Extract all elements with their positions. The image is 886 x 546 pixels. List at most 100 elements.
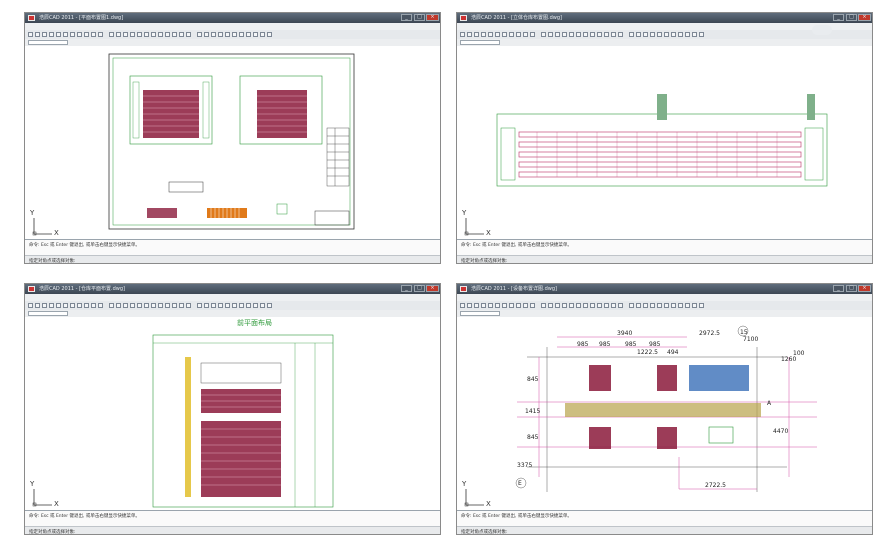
toolbar-tool-icon[interactable] <box>597 32 602 37</box>
toolbar-tool-icon[interactable] <box>618 32 623 37</box>
toolbar-tool-icon[interactable] <box>597 303 602 308</box>
toolbar-tool-icon[interactable] <box>179 32 184 37</box>
minimize-button[interactable]: _ <box>833 285 844 292</box>
cad-window-2[interactable]: 浩辰CAD 2011 - [立体仓库布置图.dwg] _ □ × 文件(F)编辑… <box>456 12 873 264</box>
toolbar-tool-icon[interactable] <box>116 303 121 308</box>
cad-window-1[interactable]: 浩辰CAD 2011 - [平面布置图1.dwg] _ □ × 文件(F)编辑(… <box>24 12 441 264</box>
toolbar-tool-icon[interactable] <box>629 32 634 37</box>
toolbar-tool-icon[interactable] <box>123 303 128 308</box>
toolbar-tool-icon[interactable] <box>123 32 128 37</box>
toolbar-tool-icon[interactable] <box>678 303 683 308</box>
drawing-canvas[interactable]: 3940 2972.5 15 7100 985 985 985 985 1222… <box>457 317 872 510</box>
toolbar-tool-icon[interactable] <box>158 303 163 308</box>
toolbar-tool-icon[interactable] <box>246 303 251 308</box>
toolbar-tool-icon[interactable] <box>151 32 156 37</box>
toolbar-tool-icon[interactable] <box>636 32 641 37</box>
toolbar-tool-icon[interactable] <box>186 303 191 308</box>
toolbar-tool-icon[interactable] <box>523 303 528 308</box>
close-button[interactable]: × <box>426 14 439 21</box>
toolbar-tool-icon[interactable] <box>583 32 588 37</box>
toolbar-tool-icon[interactable] <box>70 303 75 308</box>
cad-window-4[interactable]: 浩辰CAD 2011 - [设备布置详图.dwg] _ □ × 文件(F)编辑(… <box>456 283 873 535</box>
toolbar-tool-icon[interactable] <box>664 303 669 308</box>
toolbar-tool-icon[interactable] <box>467 303 472 308</box>
toolbar-tool-icon[interactable] <box>98 32 103 37</box>
drawing-canvas[interactable]: 前平面布局 Y X <box>25 317 440 510</box>
minimize-button[interactable]: _ <box>401 14 412 21</box>
toolbar-tool-icon[interactable] <box>516 303 521 308</box>
toolbar-tool-icon[interactable] <box>63 32 68 37</box>
title-bar[interactable]: 浩辰CAD 2011 - [立体仓库布置图.dwg] _ □ × <box>457 13 872 23</box>
toolbar-tool-icon[interactable] <box>502 303 507 308</box>
toolbar-tool-icon[interactable] <box>137 32 142 37</box>
toolbar-tool-icon[interactable] <box>130 303 135 308</box>
command-line[interactable]: 命令: Esc 或 Enter 键退出, 或单击右键显示快捷菜单。 <box>457 510 872 527</box>
toolbar-tool-icon[interactable] <box>165 303 170 308</box>
toolbar-tool-icon[interactable] <box>650 32 655 37</box>
toolbar-tool-icon[interactable] <box>260 32 265 37</box>
toolbar-tool-icon[interactable] <box>576 303 581 308</box>
toolbar-tool-icon[interactable] <box>643 32 648 37</box>
toolbar-tool-icon[interactable] <box>474 32 479 37</box>
toolbar-tool-icon[interactable] <box>204 32 209 37</box>
toolbar-tool-icon[interactable] <box>144 32 149 37</box>
toolbar-tool-icon[interactable] <box>172 303 177 308</box>
toolbar-tool-icon[interactable] <box>253 32 258 37</box>
toolbar-tool-icon[interactable] <box>98 303 103 308</box>
toolbar-tool-icon[interactable] <box>643 303 648 308</box>
toolbar-tool-icon[interactable] <box>548 32 553 37</box>
toolbar-tool-icon[interactable] <box>211 303 216 308</box>
toolbar-tool-icon[interactable] <box>35 32 40 37</box>
toolbar-tool-icon[interactable] <box>109 303 114 308</box>
command-line[interactable]: 命令: Esc 或 Enter 键退出, 或单击右键显示快捷菜单。 <box>25 239 440 256</box>
toolbar-tool-icon[interactable] <box>42 32 47 37</box>
toolbar-tool-icon[interactable] <box>253 303 258 308</box>
toolbar-tool-icon[interactable] <box>671 32 676 37</box>
toolbar-tool-icon[interactable] <box>109 32 114 37</box>
maximize-button[interactable]: □ <box>846 14 857 21</box>
layer-dropdown[interactable] <box>28 40 68 45</box>
toolbar-tool-icon[interactable] <box>84 303 89 308</box>
maximize-button[interactable]: □ <box>414 14 425 21</box>
toolbar-tool-icon[interactable] <box>70 32 75 37</box>
toolbar-tool-icon[interactable] <box>116 32 121 37</box>
toolbar-tool-icon[interactable] <box>239 303 244 308</box>
toolbar-tool-icon[interactable] <box>91 303 96 308</box>
toolbar-tool-icon[interactable] <box>611 32 616 37</box>
toolbar-tool-icon[interactable] <box>186 32 191 37</box>
toolbar-tool-icon[interactable] <box>618 303 623 308</box>
toolbar-tool-icon[interactable] <box>548 303 553 308</box>
toolbar-tool-icon[interactable] <box>211 32 216 37</box>
toolbar-tool-icon[interactable] <box>137 303 142 308</box>
toolbar-tool-icon[interactable] <box>481 32 486 37</box>
toolbar-tool-icon[interactable] <box>699 32 704 37</box>
toolbar-tool-icon[interactable] <box>197 303 202 308</box>
toolbar-tool-icon[interactable] <box>692 303 697 308</box>
toolbar-tool-icon[interactable] <box>179 303 184 308</box>
minimize-button[interactable]: _ <box>401 285 412 292</box>
toolbar-tool-icon[interactable] <box>56 303 61 308</box>
toolbar-tool-icon[interactable] <box>460 303 465 308</box>
toolbar-tool-icon[interactable] <box>246 32 251 37</box>
toolbar-tool-icon[interactable] <box>144 303 149 308</box>
close-button[interactable]: × <box>858 14 871 21</box>
toolbar-tool-icon[interactable] <box>460 32 465 37</box>
toolbar-tool-icon[interactable] <box>151 303 156 308</box>
toolbar-tool-icon[interactable] <box>692 32 697 37</box>
toolbar-tool-icon[interactable] <box>685 303 690 308</box>
toolbar-tool-icon[interactable] <box>28 32 33 37</box>
toolbar-tool-icon[interactable] <box>488 32 493 37</box>
toolbar-tool-icon[interactable] <box>530 303 535 308</box>
toolbar-tool-icon[interactable] <box>611 303 616 308</box>
toolbar-tool-icon[interactable] <box>699 303 704 308</box>
toolbar-tool-icon[interactable] <box>657 32 662 37</box>
toolbar-tool-icon[interactable] <box>77 303 82 308</box>
toolbar-tool-icon[interactable] <box>502 32 507 37</box>
toolbar-tool-icon[interactable] <box>678 32 683 37</box>
close-button[interactable]: × <box>858 285 871 292</box>
toolbar-tool-icon[interactable] <box>495 303 500 308</box>
toolbar-tool-icon[interactable] <box>267 32 272 37</box>
layer-dropdown[interactable] <box>460 40 500 45</box>
drawing-canvas[interactable]: Y X <box>25 46 440 239</box>
toolbar-tool-icon[interactable] <box>664 32 669 37</box>
